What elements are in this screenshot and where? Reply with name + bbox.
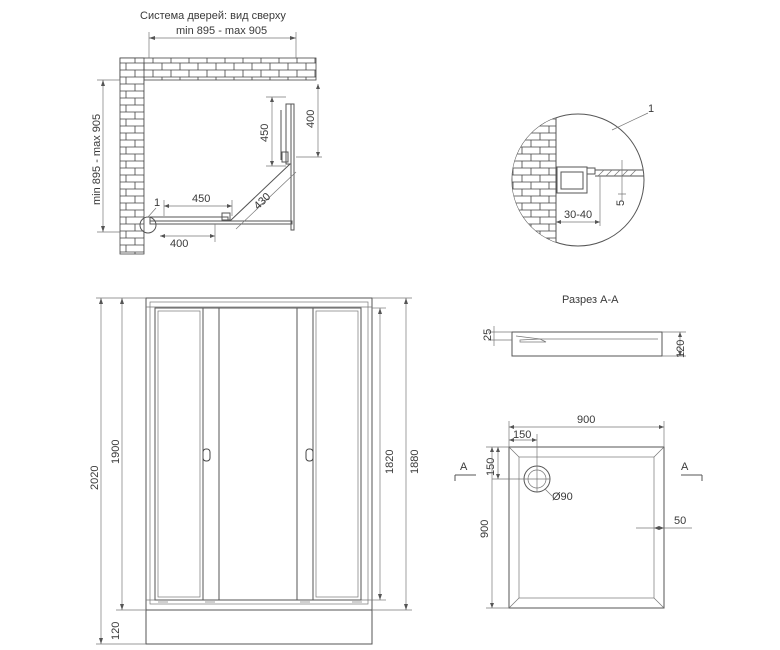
dim-1900: 1900	[110, 440, 122, 464]
front-view: 2020 1900 120 1820 1880	[89, 297, 421, 645]
drain-diameter: Ø90	[552, 491, 573, 503]
dim-430-diagonal: 430	[252, 191, 274, 212]
section-title: Разрез А-А	[562, 294, 619, 306]
dim-1880: 1880	[409, 450, 421, 474]
dim-1820: 1820	[384, 450, 396, 474]
dim-25: 25	[482, 329, 494, 341]
depth-range-label: min 895 - max 905	[91, 114, 103, 205]
dim-2020: 2020	[89, 466, 101, 490]
callout-1-detail: 1	[648, 103, 654, 115]
dim-400-vertical: 400	[305, 110, 317, 128]
brick-wall-left	[119, 57, 145, 255]
dim-450-horizontal: 450	[192, 193, 210, 205]
dim-120-section: 120	[675, 340, 687, 358]
detail-1: 30-40 5 1	[511, 103, 654, 247]
dim-50: 50	[674, 515, 686, 527]
dim-30-40: 30-40	[564, 209, 592, 221]
dim-900-side: 900	[479, 520, 491, 538]
dim-900-top: 900	[577, 414, 595, 426]
dim-400-horizontal: 400	[170, 238, 188, 250]
callout-1-top-view: 1	[154, 197, 160, 209]
cut-marker-right: А	[681, 461, 689, 473]
tray-front	[145, 609, 373, 645]
width-range-label: min 895 - max 905	[176, 25, 267, 37]
dim-150-top: 150	[513, 429, 531, 441]
dim-5: 5	[615, 200, 627, 206]
dim-450-vertical: 450	[259, 124, 271, 142]
top-view-title: Система дверей: вид сверху	[140, 10, 286, 22]
brick-wall-top	[119, 57, 317, 81]
top-view: Система дверей: вид сверху min 895 - max…	[91, 10, 322, 255]
tray-plan: Ø90 900 150 150 900 50 А А	[454, 414, 703, 609]
section-a-a: Разрез А-А 25 120	[482, 294, 687, 358]
cut-marker-left: А	[460, 461, 468, 473]
dim-150-side: 150	[485, 458, 497, 476]
dim-120-front: 120	[110, 622, 122, 640]
